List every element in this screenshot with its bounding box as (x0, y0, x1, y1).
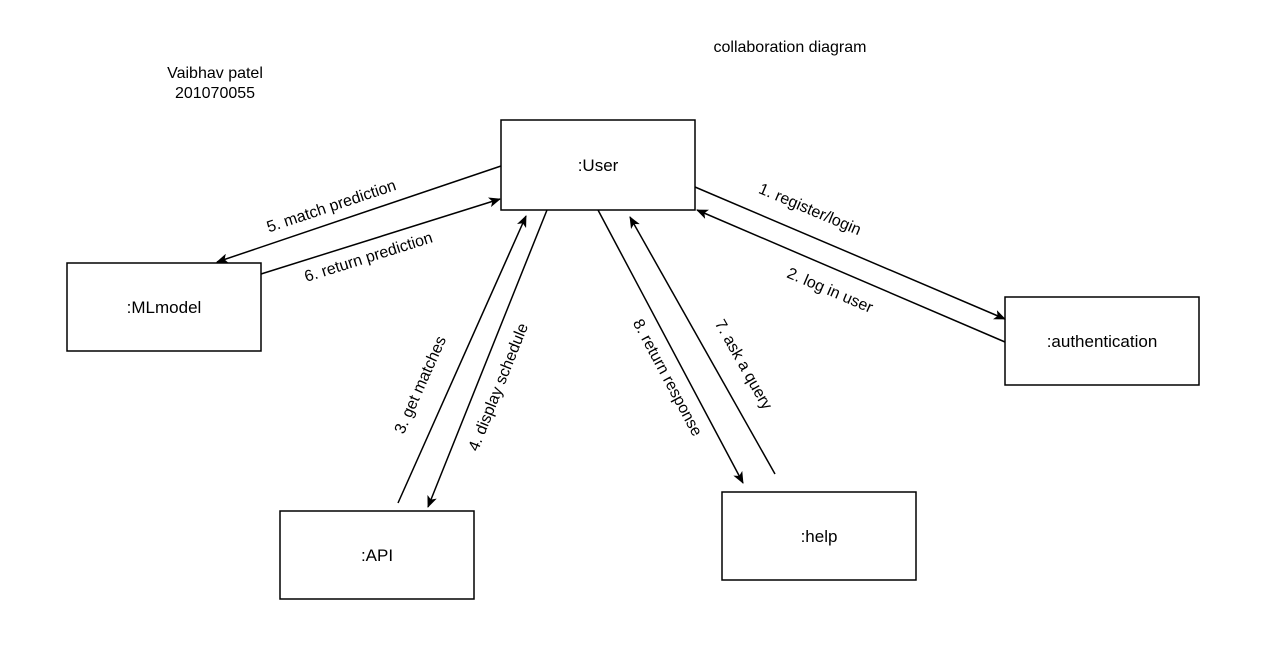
author-name: Vaibhav patel (167, 65, 263, 82)
node-user-label: :User (578, 156, 619, 175)
author-id: 201070055 (174, 85, 256, 102)
node-mlmodel-label: :MLmodel (127, 298, 202, 317)
arrow-display-schedule (427, 209, 548, 508)
arrow-match-prediction (216, 165, 502, 264)
node-authentication-label: :authentication (1047, 332, 1158, 351)
arrow-log-in-user (696, 209, 1006, 343)
label-ask-a-query: 7. ask a query (711, 317, 775, 413)
arrow-return-prediction (260, 197, 501, 275)
label-log-in-user: 2. log in user (784, 265, 876, 317)
node-api[interactable]: :API (279, 510, 475, 600)
node-help[interactable]: :help (721, 491, 917, 581)
arrow-get-matches (397, 215, 527, 504)
label-get-matches: 3. get matches (392, 334, 450, 437)
label-return-prediction: 6. return prediction (302, 230, 434, 286)
arrow-return-response (597, 209, 744, 484)
arrow-register-login (694, 186, 1006, 320)
label-return-response: 8. return response (629, 317, 705, 440)
node-mlmodel[interactable]: :MLmodel (66, 262, 262, 352)
diagram-title: collaboration diagram (713, 39, 867, 56)
node-help-label: :help (801, 527, 838, 546)
label-register-login: 1. register/login (756, 181, 863, 239)
author-block: Vaibhav patel 201070055 (140, 64, 290, 104)
node-user[interactable]: :User (500, 119, 696, 211)
arrow-ask-a-query (629, 216, 776, 475)
node-api-label: :API (361, 546, 393, 565)
node-authentication[interactable]: :authentication (1004, 296, 1200, 386)
